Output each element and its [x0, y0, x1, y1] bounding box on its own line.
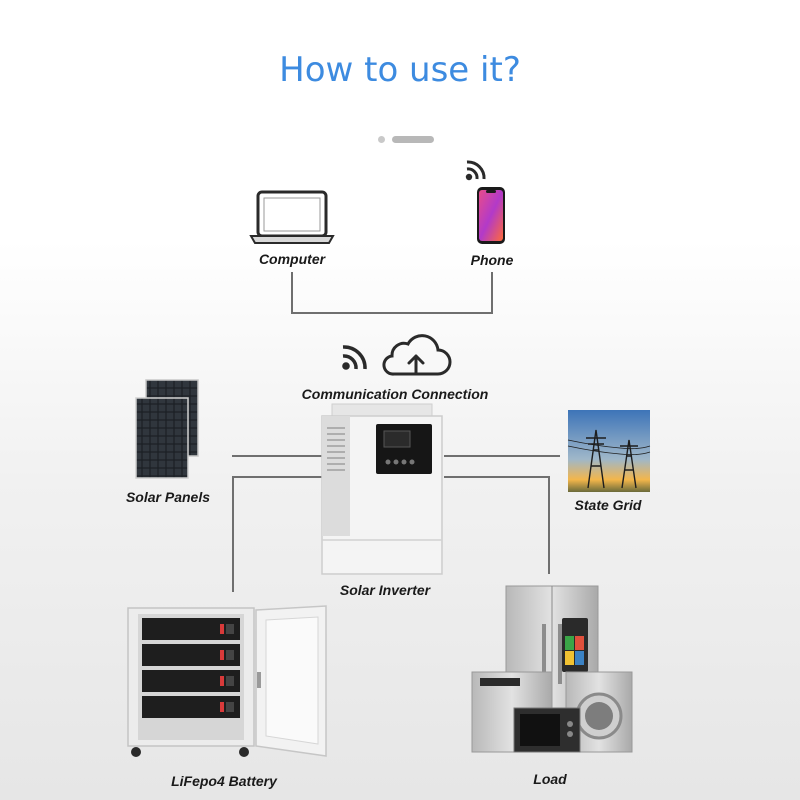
- computer-label: Computer: [258, 251, 326, 267]
- wifi-icon: [342, 345, 367, 370]
- solar-inverter-image: [321, 403, 443, 575]
- phone-label: Phone: [470, 252, 514, 268]
- connector-computer: [291, 272, 293, 314]
- solar-panels-image: [135, 379, 199, 479]
- connector-grid-upper: [444, 455, 560, 457]
- connector-phone: [491, 272, 493, 314]
- battery-cabinet-image: [127, 605, 327, 757]
- solar-panels-label: Solar Panels: [125, 489, 211, 505]
- wifi-icon: [465, 160, 486, 181]
- communication-label: Communication Connection: [301, 386, 489, 402]
- connector-load-vertical: [548, 476, 550, 574]
- page-title: How to use it?: [279, 50, 521, 90]
- laptop-icon: [249, 190, 335, 244]
- state-grid-image: [567, 410, 651, 492]
- cloud-upload-icon: [382, 334, 452, 376]
- connector-load-horizontal: [444, 476, 550, 478]
- connector-panels-lower: [232, 476, 322, 478]
- pager-bar-active[interactable]: [392, 136, 434, 143]
- load-label: Load: [533, 771, 567, 787]
- pager-dot[interactable]: [378, 136, 385, 143]
- load-appliances-image: [471, 585, 633, 753]
- phone-icon: [477, 187, 505, 244]
- battery-label: LiFepo4 Battery: [171, 773, 277, 789]
- state-grid-label: State Grid: [574, 497, 642, 513]
- connector-top: [291, 312, 493, 314]
- inverter-label: Solar Inverter: [339, 582, 431, 598]
- connector-panels-upper: [232, 455, 322, 457]
- connector-battery-vertical: [232, 476, 234, 592]
